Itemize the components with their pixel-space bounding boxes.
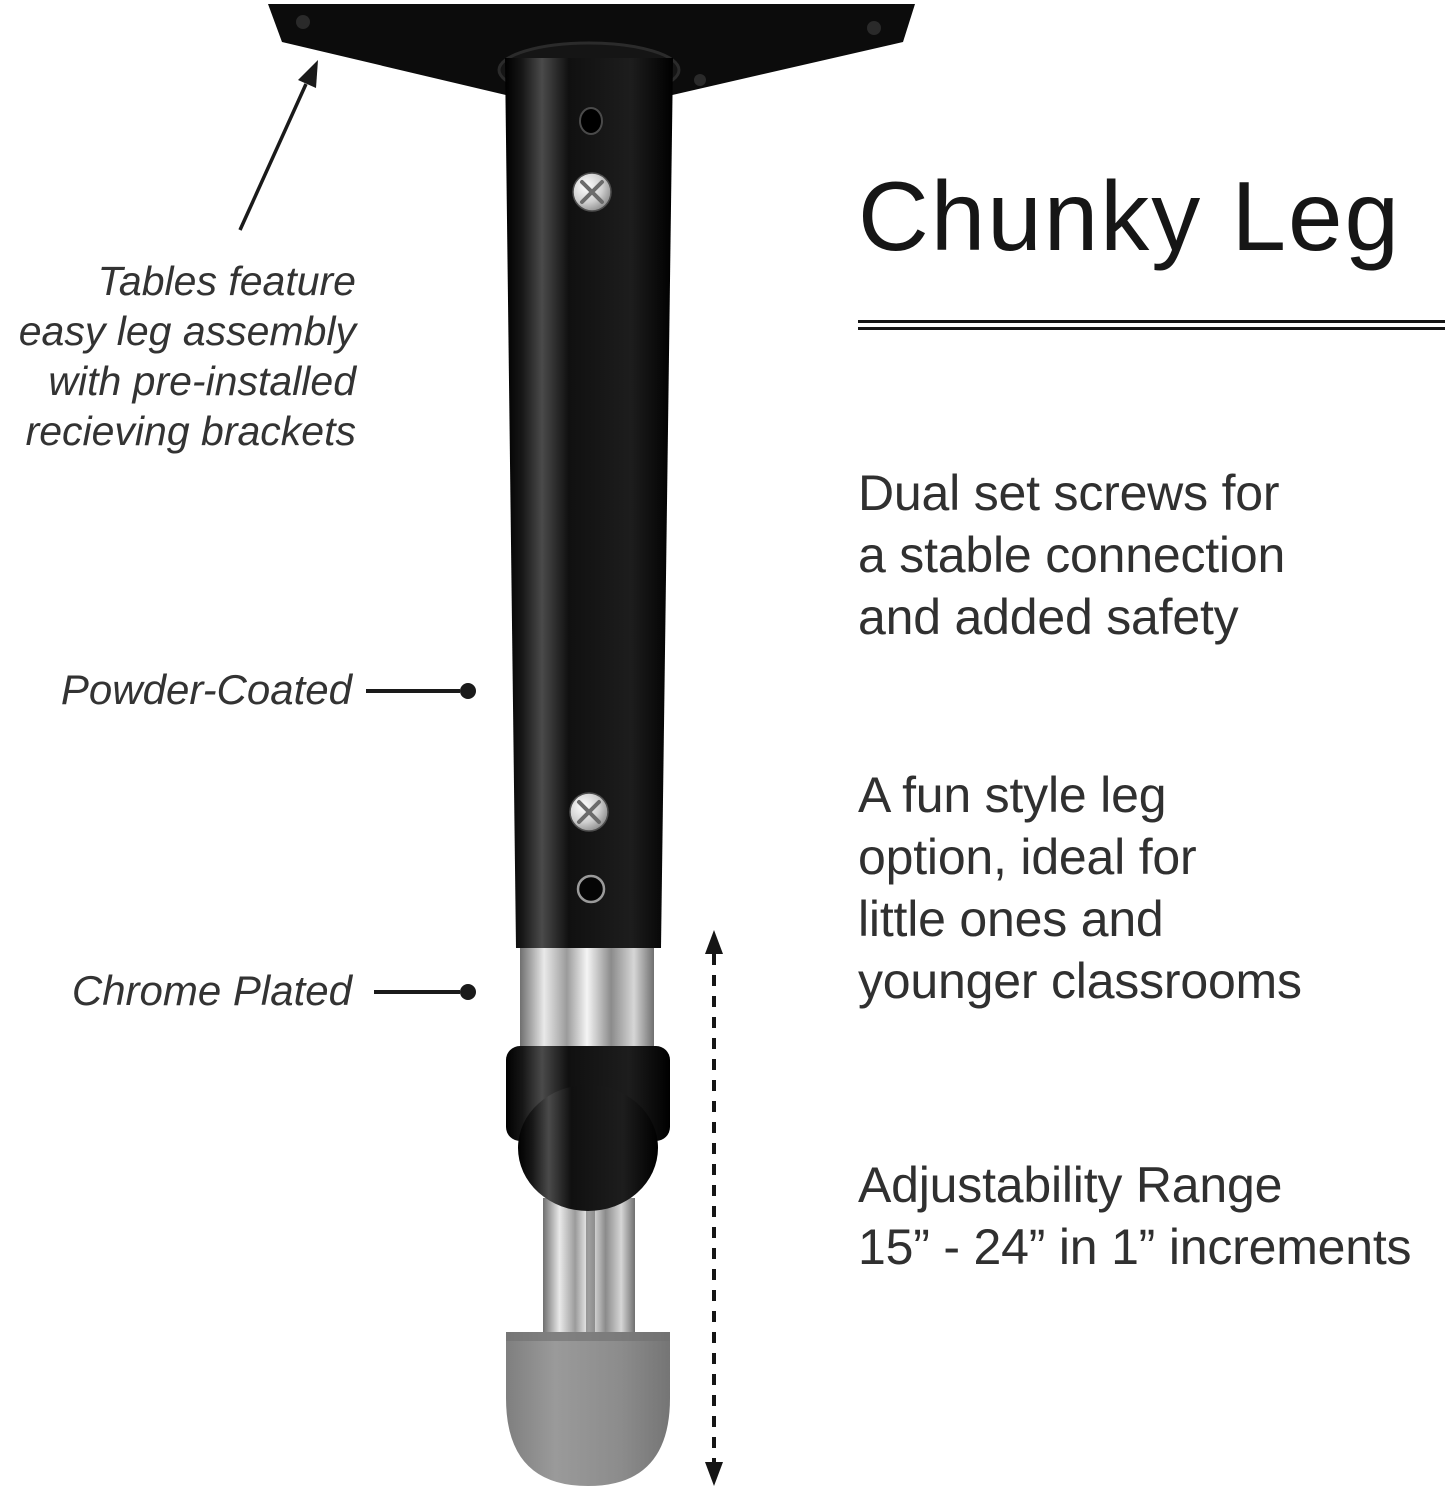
adjustability-range-arrow [705, 930, 723, 1486]
chrome-plated-label: Chrome Plated [71, 967, 352, 1014]
powder-coated-pointer [366, 683, 476, 699]
set-screw-hole-bottom [576, 874, 606, 904]
pointer-dot-icon [460, 683, 476, 699]
assembly-arrow-line [238, 83, 308, 231]
screw-cross [580, 180, 604, 204]
plate-hole [296, 15, 310, 29]
set-screws [569, 172, 612, 832]
foot-cap-seam [506, 1332, 670, 1341]
leg-shaft [505, 58, 673, 948]
leg-shaft-body [505, 58, 673, 948]
chrome-upper-section [520, 944, 654, 1060]
range-arrowhead-up-icon [705, 930, 723, 954]
range-arrowhead-down-icon [705, 1462, 723, 1486]
chrome-plated-pointer [374, 984, 476, 1000]
feature-fun-style-leg: A fun style leg option, ideal for little… [858, 767, 1302, 1009]
foot-cap [506, 1332, 670, 1486]
plate-hole [867, 21, 881, 35]
title-underline [858, 320, 1445, 330]
assembly-arrow [238, 60, 318, 231]
adjustment-collar [506, 1046, 670, 1211]
feature-dual-set-screws: Dual set screws for a stable connection … [858, 465, 1286, 645]
powder-coated-label: Powder-Coated [60, 666, 352, 713]
collar-dome [518, 1085, 658, 1211]
page-title: Chunky Leg [858, 161, 1402, 271]
set-screw-hole-top [579, 107, 603, 135]
inner-tube-shadow-line [586, 1198, 595, 1380]
feature-adjustability-range: Adjustability Range 15” - 24” in 1” incr… [858, 1157, 1412, 1275]
screw-cross [577, 800, 601, 824]
plate-hole [694, 74, 706, 86]
pointer-dot-icon [460, 984, 476, 1000]
assembly-arrowhead-icon [298, 60, 318, 88]
assembly-note: Tables feature easy leg assembly with pr… [18, 258, 356, 455]
foot-cap-body [506, 1332, 670, 1486]
